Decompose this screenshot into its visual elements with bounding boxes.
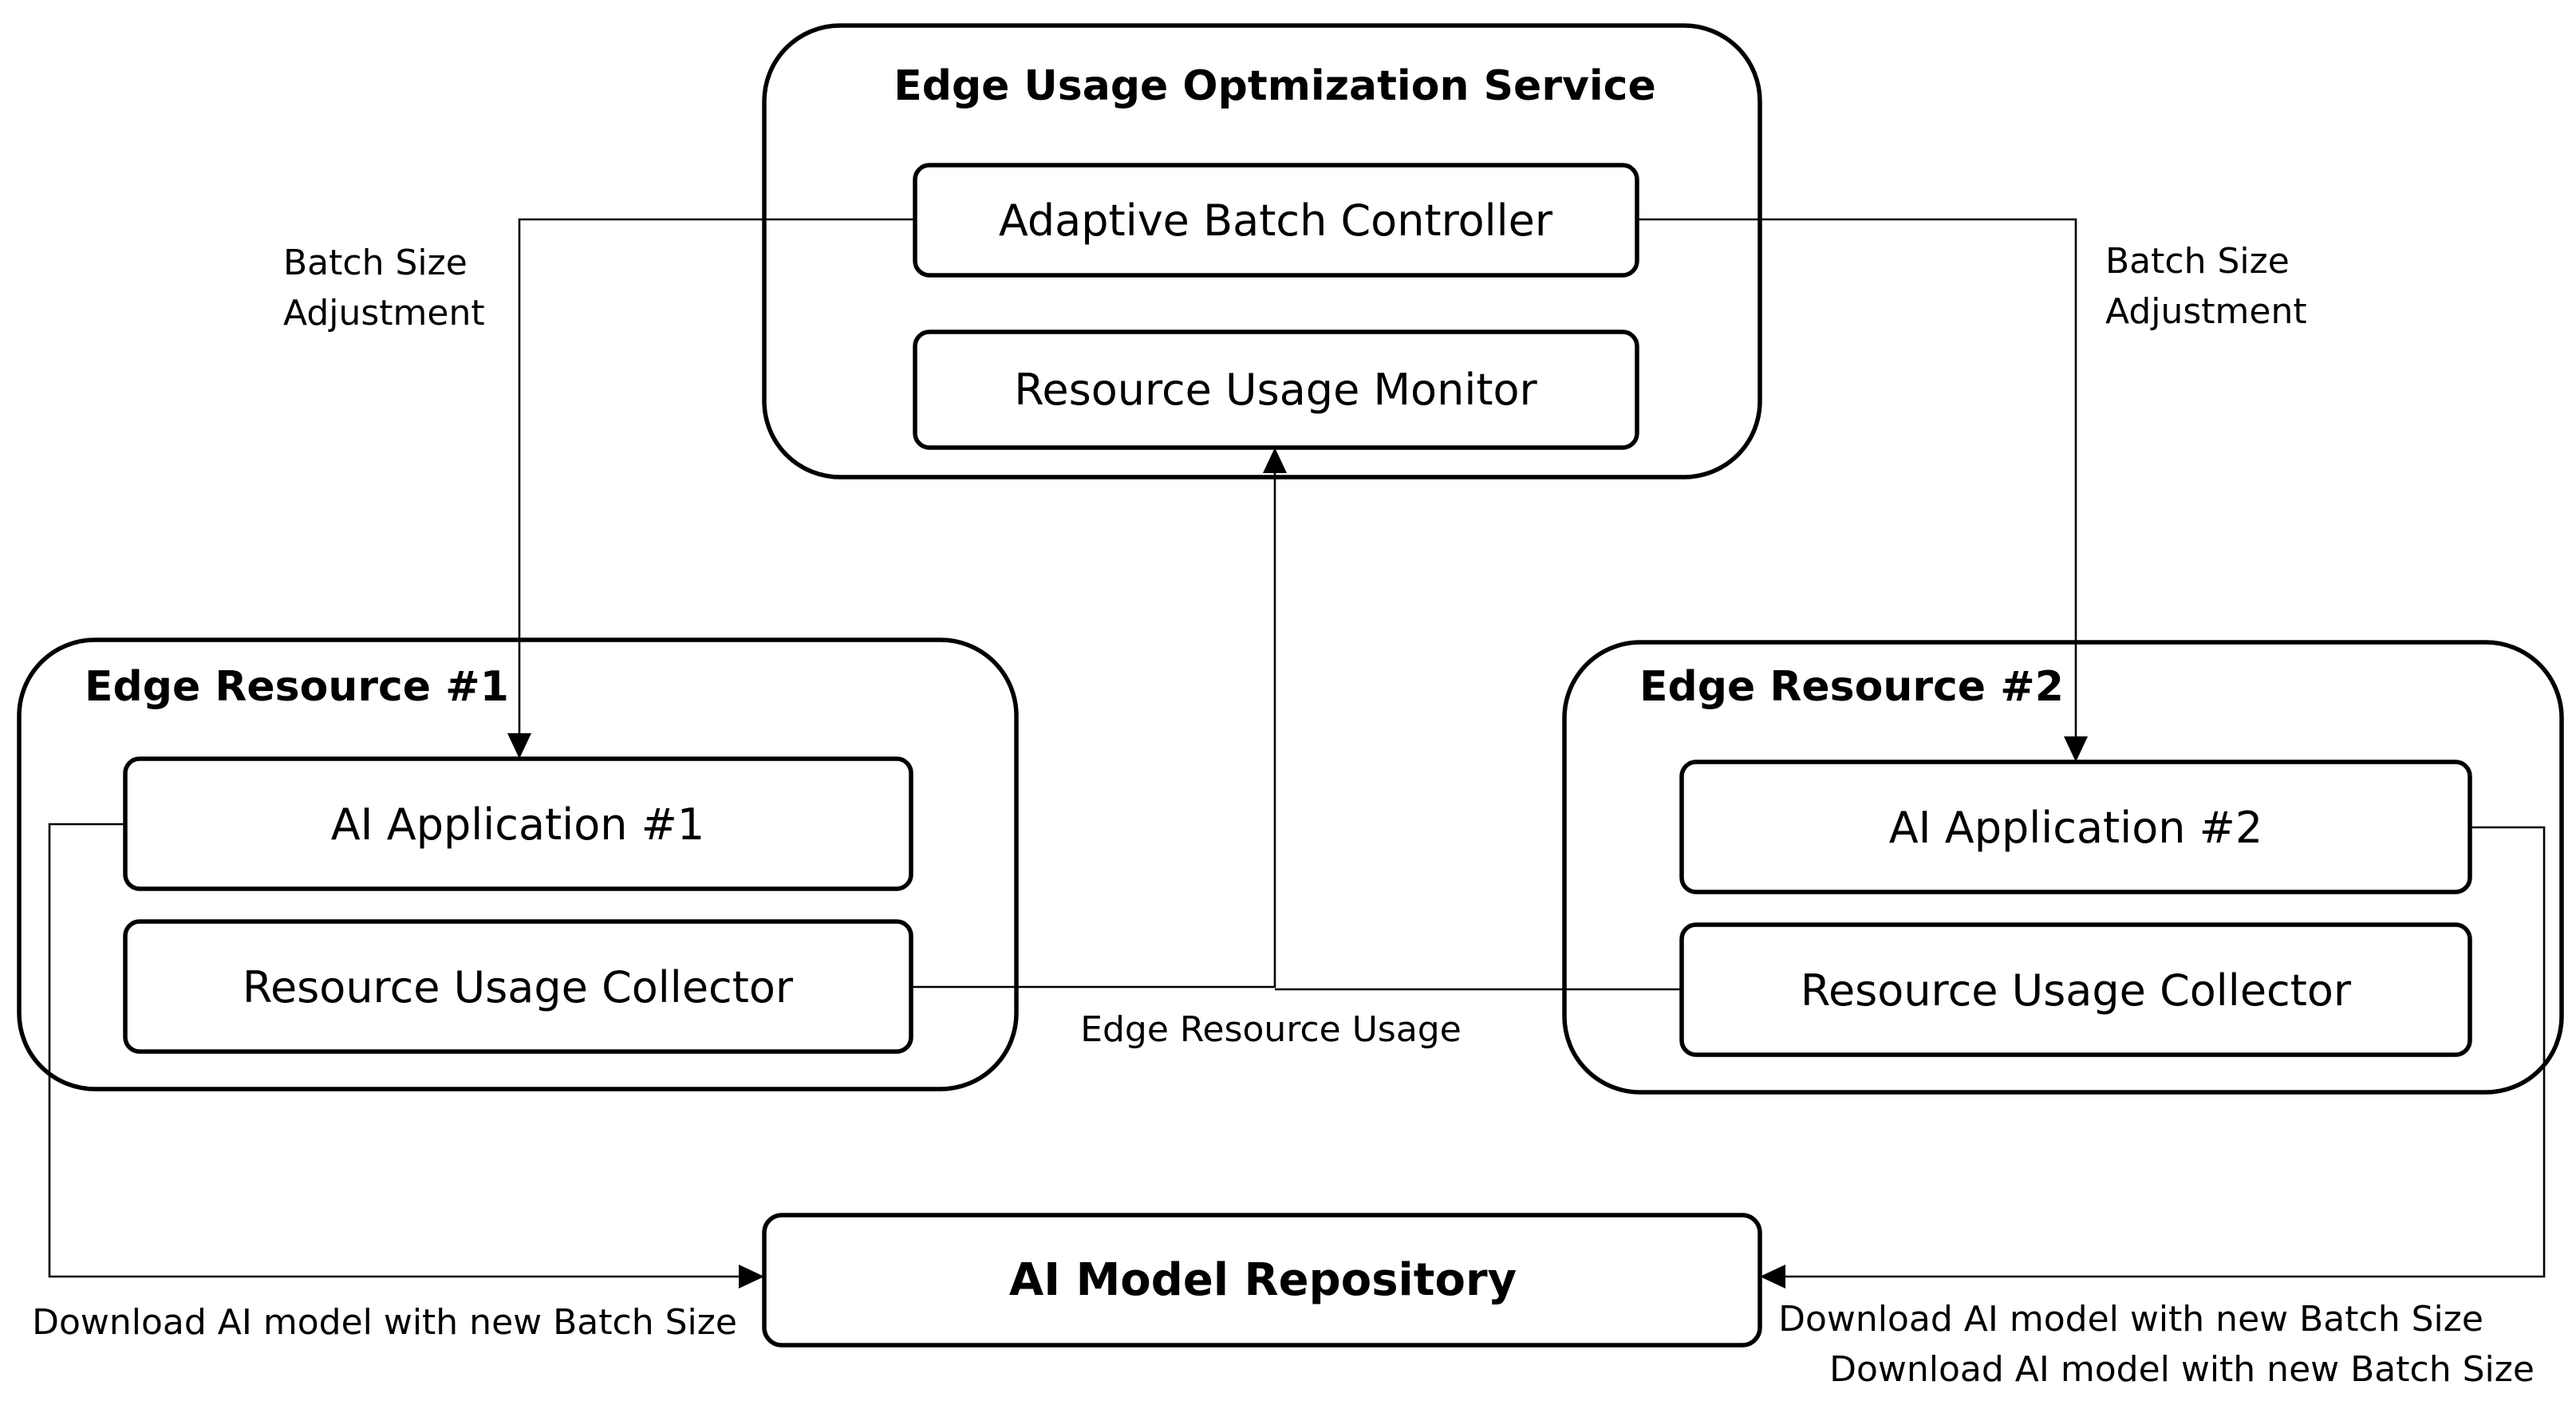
service-container: Edge Usage Optmization Service Adaptive …: [762, 23, 1762, 480]
edge-resource-2-title: Edge Resource #2: [1639, 663, 2064, 711]
ai-application-2-label: AI Application #2: [1889, 803, 2263, 853]
download-left-arrowhead: [739, 1265, 764, 1289]
batch-adjust-left-arrowhead: [507, 733, 531, 759]
download-left-connector: [48, 823, 742, 1278]
batch-adjust-right-arrowhead: [2064, 736, 2088, 762]
ai-model-repository-box: [762, 1213, 1762, 1348]
ai-application-1-label: AI Application #1: [331, 799, 705, 850]
download-right-connector: [1782, 826, 2546, 1278]
edge-resource-1-container: Edge Resource #1 AI Application #1 Resou…: [17, 637, 1019, 1091]
resource-usage-collector-1-label: Resource Usage Collector: [243, 962, 794, 1012]
download-right-arrowhead: [1760, 1265, 1785, 1289]
batch-adjust-left-label-line2: Adjustment: [283, 293, 485, 333]
adaptive-batch-controller-label: Adaptive Batch Controller: [999, 195, 1553, 246]
batch-adjust-left-label-line1: Batch Size: [283, 243, 467, 283]
edge-resource-2-container: Edge Resource #2 AI Application #2 Resou…: [1562, 640, 2564, 1095]
download-right-label-2: Download AI model with new Batch Size: [1829, 1349, 2535, 1390]
resource-usage-monitor-label: Resource Usage Monitor: [1014, 365, 1537, 415]
edge-resource-1-title: Edge Resource #1: [85, 663, 509, 711]
batch-adjust-right-label-line2: Adjustment: [2105, 291, 2307, 332]
usage-left-connector: [911, 471, 1276, 989]
edge-resource-usage-label: Edge Resource Usage: [1080, 1009, 1462, 1050]
resource-usage-collector-2-label: Resource Usage Collector: [1801, 965, 2352, 1016]
service-title: Edge Usage Optmization Service: [894, 62, 1656, 110]
repository-container: AI Model Repository: [762, 1213, 1762, 1348]
download-left-label: Download AI model with new Batch Size: [32, 1302, 737, 1343]
resource-usage-monitor-box: [913, 330, 1639, 450]
ai-model-repository-label: AI Model Repository: [1009, 1254, 1517, 1306]
batch-adjust-right-label-line1: Batch Size: [2105, 241, 2290, 282]
download-right-label-1: Download AI model with new Batch Size: [1778, 1299, 2483, 1340]
batch-adjust-right-connector: [1637, 218, 2077, 740]
usage-monitor-arrowhead: [1263, 448, 1287, 473]
batch-adjust-left-connector: [518, 218, 915, 737]
